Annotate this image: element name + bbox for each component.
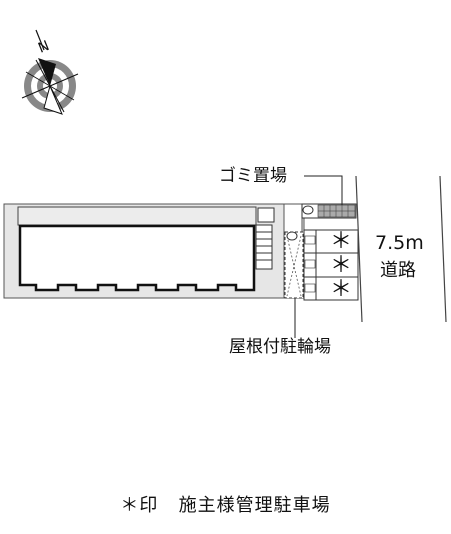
legend-marker: ＊印 — [120, 495, 159, 516]
corridor — [17, 206, 257, 226]
bike-parking-label: 屋根付駐輪場 — [229, 337, 331, 357]
parking-space-marker: ＊ — [330, 277, 353, 302]
compass-north-label: N — [36, 38, 52, 57]
legend: ＊印 施主様管理駐車場 — [0, 491, 451, 517]
building — [18, 224, 256, 292]
parking-spaces — [303, 229, 359, 301]
road-name-label: 道路 — [380, 260, 416, 281]
compass-rose-icon — [21, 29, 79, 115]
bike-parking-area — [284, 231, 304, 299]
legend-text: 施主様管理駐車場 — [178, 495, 331, 516]
parking-space-marker: ＊ — [330, 253, 353, 278]
garbage-area — [301, 203, 357, 219]
parking-space-marker: ＊ — [330, 229, 353, 254]
road-edge-left — [355, 175, 363, 323]
road-edge-right — [439, 175, 447, 323]
garbage-leader-line — [304, 175, 343, 205]
road-width-label: 7.5m — [375, 232, 424, 254]
garbage-area-label: ゴミ置場 — [219, 166, 287, 186]
stairway — [255, 207, 275, 270]
